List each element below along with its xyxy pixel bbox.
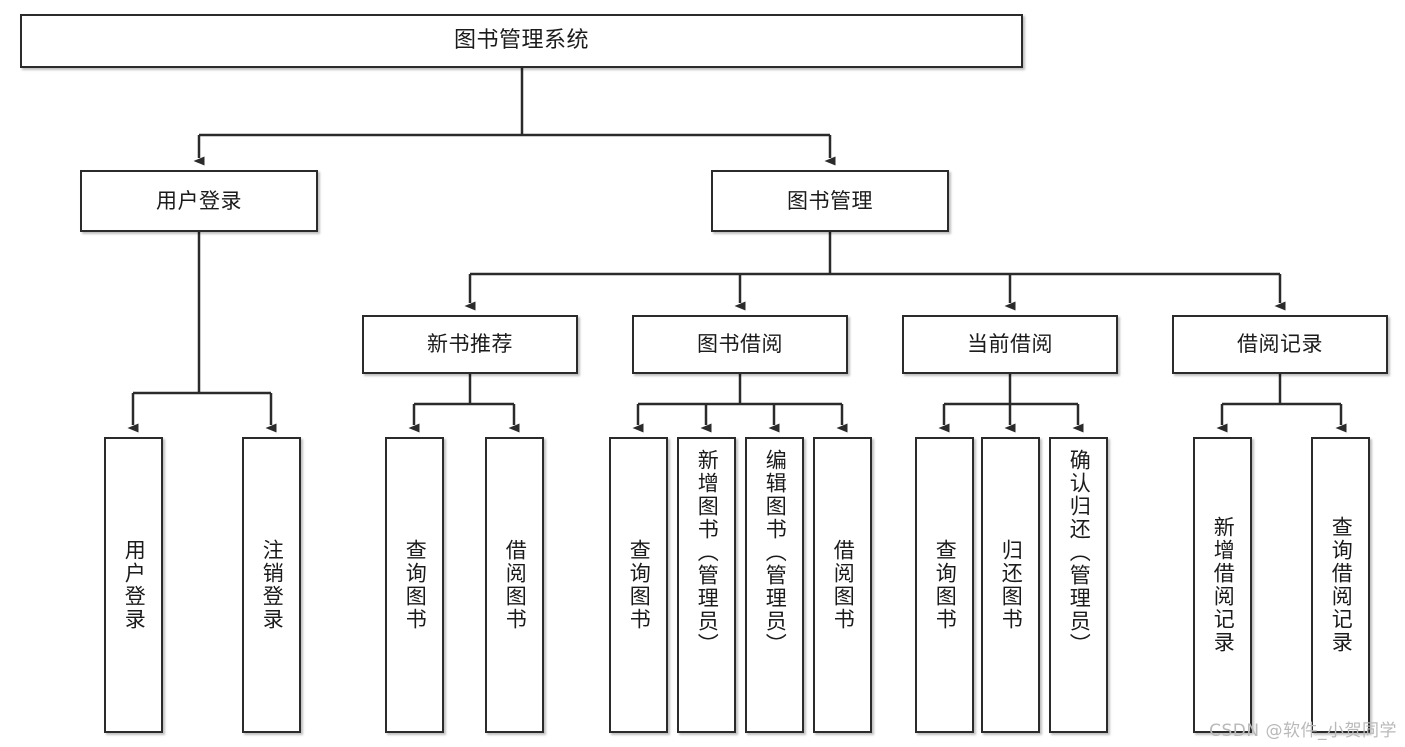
node-leaf-bb-edit[interactable]: 编辑图书（管理员） xyxy=(745,437,804,733)
node-borrow-record-label: 借阅记录 xyxy=(1237,332,1323,357)
node-leaf-user-logout-label: 注销登录 xyxy=(260,539,285,631)
node-leaf-bb-add[interactable]: 新增图书（管理员） xyxy=(677,437,736,733)
node-leaf-rec-borrow-label: 借阅图书 xyxy=(503,539,528,631)
node-leaf-bb-borrow-label: 借阅图书 xyxy=(831,539,856,631)
node-new-book-rec[interactable]: 新书推荐 xyxy=(362,315,578,374)
node-leaf-user-logout[interactable]: 注销登录 xyxy=(242,437,301,733)
node-leaf-bb-add-label: 新增图书（管理员） xyxy=(695,449,720,656)
node-user-login-label: 用户登录 xyxy=(156,188,242,213)
node-leaf-br-query-label: 查询借阅记录 xyxy=(1329,516,1354,654)
node-leaf-bb-borrow[interactable]: 借阅图书 xyxy=(813,437,872,733)
node-leaf-cb-return-label: 归还图书 xyxy=(999,539,1024,631)
node-leaf-rec-query-label: 查询图书 xyxy=(403,539,428,631)
node-leaf-cb-query[interactable]: 查询图书 xyxy=(915,437,974,733)
node-book-manage[interactable]: 图书管理 xyxy=(711,170,949,232)
node-leaf-bb-query[interactable]: 查询图书 xyxy=(609,437,668,733)
csdn-watermark: CSDN @软件_小贺同学 xyxy=(1209,721,1397,741)
node-leaf-cb-return[interactable]: 归还图书 xyxy=(981,437,1040,733)
node-current-borrow-label: 当前借阅 xyxy=(967,332,1053,357)
node-user-login[interactable]: 用户登录 xyxy=(80,170,318,232)
node-leaf-user-login-label: 用户登录 xyxy=(122,539,147,631)
node-current-borrow[interactable]: 当前借阅 xyxy=(902,315,1118,374)
node-root-label: 图书管理系统 xyxy=(453,28,589,54)
node-book-borrow-label: 图书借阅 xyxy=(697,332,783,357)
node-leaf-bb-edit-label: 编辑图书（管理员） xyxy=(763,449,788,656)
node-leaf-br-query[interactable]: 查询借阅记录 xyxy=(1311,437,1370,733)
node-leaf-br-add[interactable]: 新增借阅记录 xyxy=(1193,437,1252,733)
node-leaf-cb-confirm-label: 确认归还（管理员） xyxy=(1067,449,1092,656)
node-book-borrow[interactable]: 图书借阅 xyxy=(632,315,848,374)
node-leaf-cb-confirm[interactable]: 确认归还（管理员） xyxy=(1049,437,1108,733)
node-leaf-rec-query[interactable]: 查询图书 xyxy=(385,437,444,733)
node-root[interactable]: 图书管理系统 xyxy=(20,14,1023,68)
node-leaf-user-login[interactable]: 用户登录 xyxy=(104,437,163,733)
node-book-manage-label: 图书管理 xyxy=(787,188,873,213)
node-new-book-rec-label: 新书推荐 xyxy=(427,332,513,357)
node-leaf-rec-borrow[interactable]: 借阅图书 xyxy=(485,437,544,733)
node-borrow-record[interactable]: 借阅记录 xyxy=(1172,315,1388,374)
node-leaf-bb-query-label: 查询图书 xyxy=(627,539,652,631)
node-leaf-cb-query-label: 查询图书 xyxy=(933,539,958,631)
node-leaf-br-add-label: 新增借阅记录 xyxy=(1211,516,1236,654)
